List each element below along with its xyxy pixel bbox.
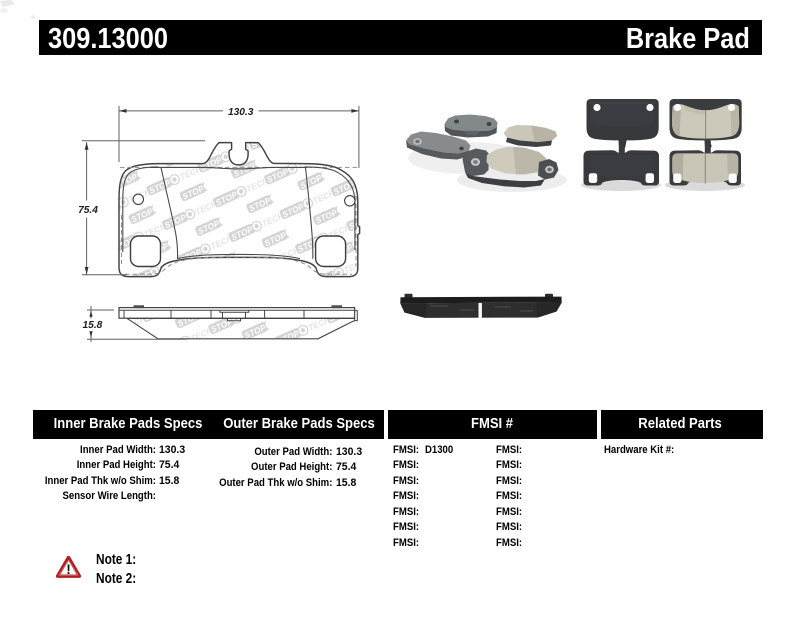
svg-text:75.4: 75.4 (78, 205, 98, 216)
svg-text:130.3: 130.3 (228, 107, 254, 118)
svg-text:!: ! (66, 561, 71, 576)
svg-text:15.8: 15.8 (82, 320, 102, 331)
